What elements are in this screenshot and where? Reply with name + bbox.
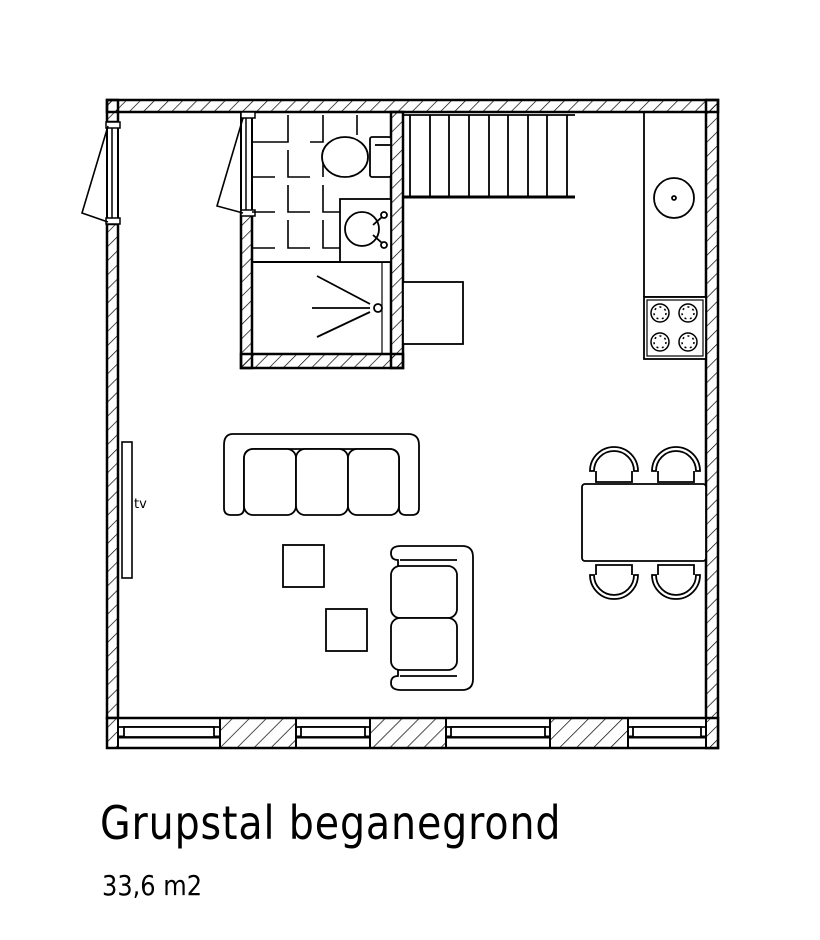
kitchen-counter <box>643 112 706 298</box>
staircase <box>403 114 575 199</box>
three-seat-sofa <box>223 433 420 516</box>
window-4 <box>628 726 706 739</box>
toilet <box>321 136 392 178</box>
washbasin <box>339 198 392 263</box>
side-table-2 <box>325 608 368 652</box>
shower <box>312 262 383 354</box>
floor-area: 33,6 m2 <box>102 869 203 902</box>
outer-walls <box>105 98 720 750</box>
stove <box>643 296 707 360</box>
two-seat-sofa <box>390 545 474 691</box>
drawing-title: Grupstal beganegrond <box>100 796 562 850</box>
cabinet <box>402 281 464 345</box>
front-facade <box>105 716 720 750</box>
dining-chairs <box>589 446 701 600</box>
dining-table <box>581 483 707 562</box>
window-1 <box>118 726 220 739</box>
side-table-1 <box>282 544 325 588</box>
tv: tv <box>121 441 147 579</box>
floor-plan: tv <box>81 98 720 750</box>
window-2 <box>296 726 370 739</box>
bathroom-door <box>216 111 256 217</box>
entrance-door <box>81 121 121 225</box>
window-3 <box>446 726 550 739</box>
tv-label: tv <box>134 497 147 512</box>
